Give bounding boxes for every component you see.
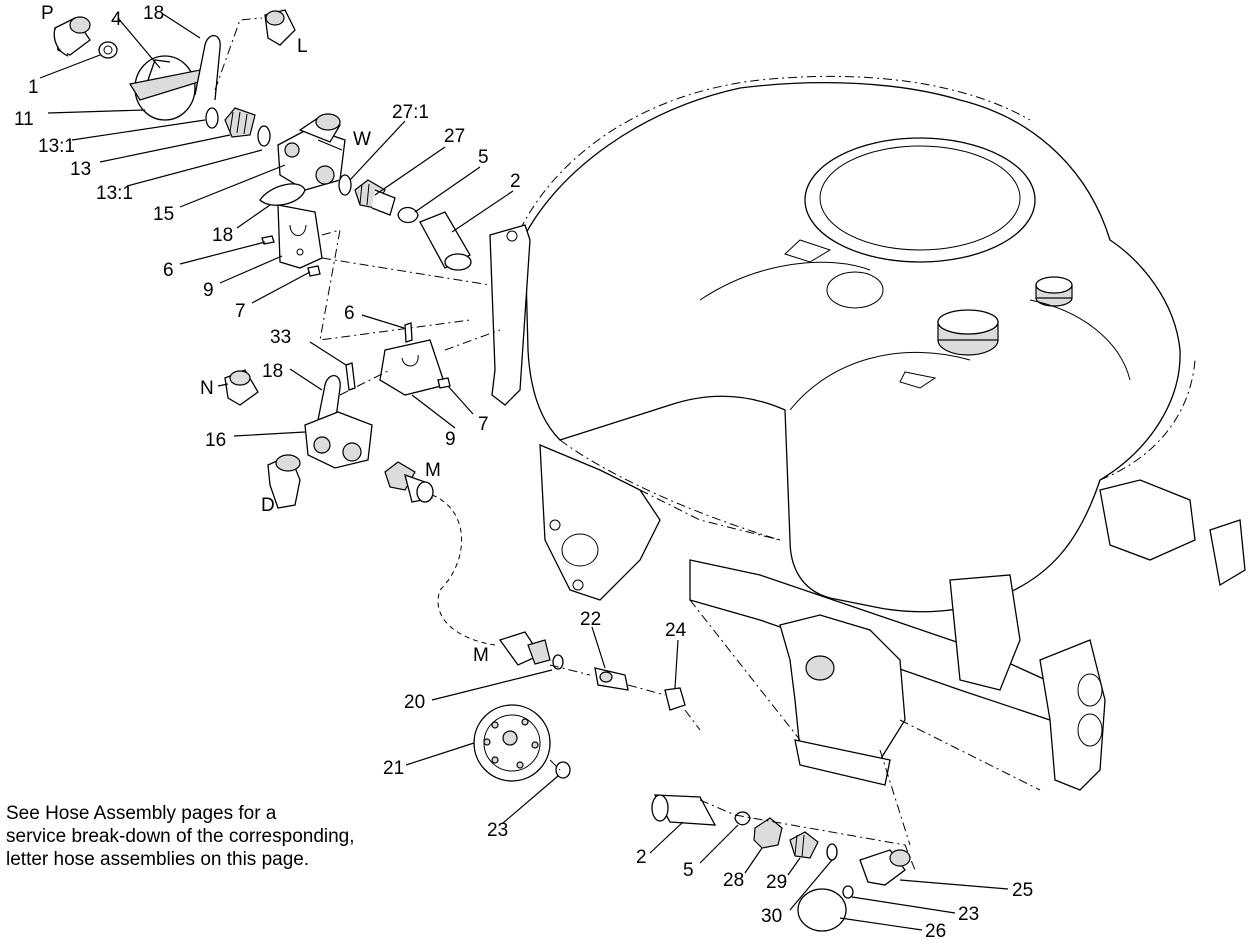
part-5-clamp-lower	[734, 811, 751, 826]
callout-2-top: 2	[510, 171, 521, 192]
hose-fitting-d	[267, 454, 301, 509]
callout-26: 26	[925, 921, 946, 942]
callout-p: P	[41, 3, 54, 24]
callout-33: 33	[270, 327, 291, 348]
callout-6-right: 6	[344, 303, 355, 324]
callout-16: 16	[205, 430, 226, 451]
callout-1: 1	[28, 77, 39, 98]
part-26-cap	[797, 888, 847, 932]
valve-handle	[129, 55, 206, 121]
callout-4: 4	[111, 9, 122, 30]
frame-rail-right	[1039, 639, 1106, 791]
callout-27: 27	[444, 126, 465, 147]
note-line-1: See Hose Assembly pages for a	[6, 803, 277, 824]
part-2-hose-upper	[419, 211, 472, 271]
part-22-tee	[594, 667, 629, 691]
callout-22: 22	[580, 609, 601, 630]
tank-bracket	[489, 224, 531, 406]
part-23-oring-lower	[842, 885, 854, 899]
part-18-retainer-pin-top	[194, 34, 221, 101]
hose-fitting-n	[224, 369, 259, 406]
callout-m-bottom: M	[473, 645, 489, 666]
callout-labels: P 4 18 L 1 11 13:1 13 13:1 15 18 W 27:1 …	[14, 3, 1033, 942]
tank-cap-small	[1035, 276, 1073, 307]
callout-27-1: 27:1	[392, 102, 429, 123]
callout-13-1-top: 13:1	[38, 136, 75, 157]
callout-7-right: 7	[478, 414, 489, 435]
callout-w: W	[353, 129, 371, 150]
callout-25: 25	[1012, 880, 1033, 901]
part-27-fitting	[354, 179, 396, 216]
part-18-retainer-pin-mid	[259, 183, 306, 206]
callout-23-lower: 23	[958, 904, 979, 925]
callout-15: 15	[153, 204, 174, 225]
part-21-filter	[473, 704, 551, 782]
callout-d: D	[261, 495, 275, 516]
frame-rail-left	[539, 444, 661, 601]
part-24-clamp	[664, 687, 686, 711]
hose-assembly-note: See Hose Assembly pages for a service br…	[6, 802, 426, 871]
callout-29: 29	[766, 872, 787, 893]
part-28-nut	[753, 817, 783, 849]
callout-11: 11	[14, 109, 34, 130]
part-23-oring-upper	[555, 761, 571, 779]
part-30-oring	[826, 843, 838, 861]
callout-21: 21	[383, 758, 404, 779]
callout-9-left: 9	[203, 280, 214, 301]
callout-18-top: 18	[143, 3, 164, 24]
part-33-fitting	[345, 362, 356, 391]
hose-fitting-p	[53, 16, 91, 57]
part-29-fitting	[789, 831, 819, 859]
callout-23-upper: 23	[487, 820, 508, 841]
callout-18-lower: 18	[262, 361, 283, 382]
valve-body-16	[304, 411, 373, 469]
callout-2-bottom: 2	[636, 847, 647, 868]
callout-13: 13	[70, 159, 91, 180]
callout-6-left: 6	[163, 260, 174, 281]
mount-bracket-9-upper	[277, 204, 323, 269]
part-2-hose-lower	[651, 794, 717, 826]
leader-lines	[39, 13, 1009, 931]
callout-l: L	[297, 36, 308, 57]
hose-fitting-m-lower	[498, 631, 551, 666]
upper-valve-assembly	[53, 9, 491, 341]
tank-cap-large	[937, 309, 999, 356]
hose-fitting-m-upper	[384, 461, 434, 503]
tank-and-frame	[489, 75, 1246, 791]
callout-5-bottom: 5	[683, 860, 694, 881]
mount-bracket-9-lower	[379, 339, 446, 396]
callout-5-top: 5	[478, 147, 489, 168]
callout-7-left: 7	[235, 301, 246, 322]
callout-24: 24	[665, 620, 687, 641]
callout-n: N	[200, 378, 214, 399]
callout-30: 30	[761, 906, 782, 927]
part-18-retainer-pin-lower	[317, 374, 341, 426]
part-20-oring	[552, 654, 564, 670]
lower-fittings	[651, 749, 916, 932]
note-line-2: service break-down of the corresponding,	[6, 826, 355, 847]
callout-13-1-bottom: 13:1	[96, 183, 133, 204]
callout-20: 20	[404, 692, 425, 713]
lower-valve-assembly	[224, 322, 501, 646]
hose-fitting-l	[264, 9, 296, 46]
part-5-clamp	[397, 206, 419, 224]
callout-18-mid: 18	[212, 225, 233, 246]
callout-m-top: M	[425, 460, 441, 481]
part-1-nut	[98, 41, 118, 59]
center-fittings	[473, 631, 701, 782]
callout-9-right: 9	[445, 429, 456, 450]
note-line-3: letter hose assemblies on this page.	[6, 849, 310, 870]
part-13-fitting	[224, 107, 256, 138]
valve-body-15	[277, 113, 346, 191]
part-25-elbow	[859, 849, 911, 886]
callout-28: 28	[723, 870, 744, 891]
tank-lid	[804, 137, 1036, 263]
